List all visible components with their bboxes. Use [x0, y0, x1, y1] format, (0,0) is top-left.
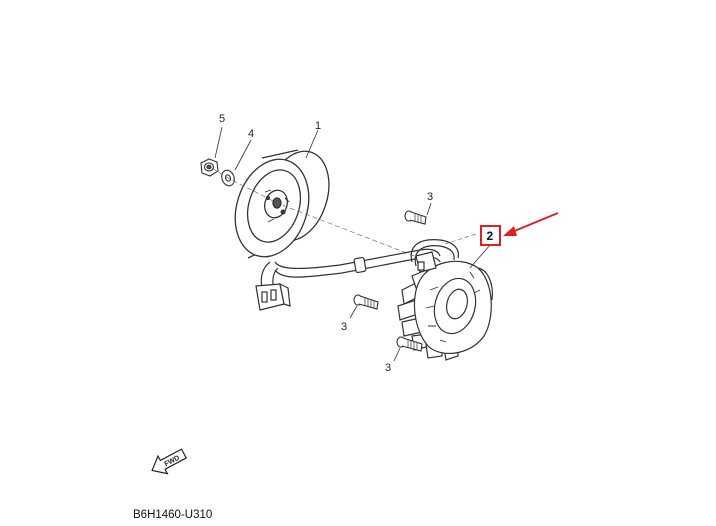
callout-bolt-top: 3	[427, 191, 433, 203]
leader-stator	[469, 244, 491, 269]
callout-stator: 2	[487, 229, 494, 243]
red-arrow	[503, 212, 559, 236]
callout-bolt-bottom: 3	[385, 362, 391, 374]
wire-connector	[255, 282, 291, 311]
flywheel-rotor-part	[234, 149, 330, 259]
highlight-box	[480, 225, 501, 246]
fwd-arrow-icon: FWD	[151, 448, 188, 475]
callout-bolt-left: 3	[341, 321, 347, 333]
callout-flywheel: 1	[315, 120, 321, 132]
bolt-top-part	[404, 210, 427, 225]
leader-nut	[214, 126, 223, 159]
leader-bolt-left	[349, 305, 358, 319]
assembly-axis	[211, 167, 431, 263]
stator-bracket-line	[444, 233, 477, 245]
leader-flywheel	[305, 129, 319, 159]
bolt-left-part	[353, 294, 379, 310]
leader-bolt-bottom	[393, 347, 401, 362]
callout-washer: 4	[248, 128, 254, 140]
nut-part	[200, 158, 219, 177]
bolt-bottom-part	[396, 336, 423, 352]
callout-nut: 5	[219, 113, 225, 125]
leader-washer	[234, 139, 252, 171]
drawing-code: B6H1460-U310	[133, 509, 212, 521]
leader-bolt-top	[426, 202, 432, 216]
